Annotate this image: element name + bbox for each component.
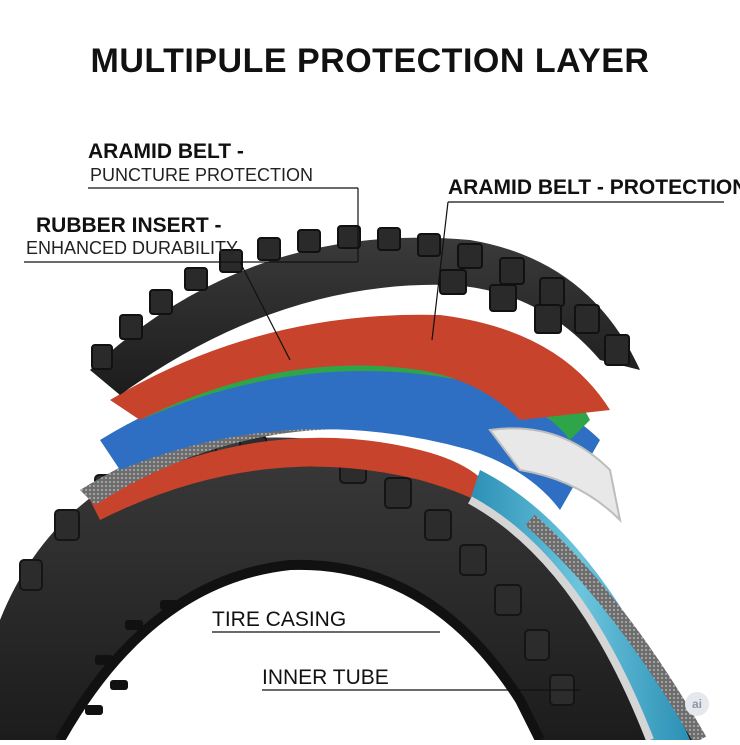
aramid-belt-sub: PUNCTURE PROTECTION (90, 165, 314, 185)
aramid-belt-heading: ARAMID BELT - (88, 140, 244, 163)
red-casing-strip (90, 437, 500, 520)
inner-tube-label: INNER TUBE (262, 666, 389, 689)
rubber-insert-sub: ENHANCED DURABILITY (26, 238, 239, 258)
top-tread (90, 225, 640, 395)
page-title: MULTIPULE PROTECTION LAYER (90, 42, 650, 80)
ai-watermark-badge: ai (685, 692, 709, 716)
aramid-protection-label: ARAMID BELT - PROTECTION (448, 176, 740, 199)
leader-lines (24, 187, 724, 691)
red-protection-layer (110, 314, 610, 420)
white-tube (488, 427, 622, 524)
blue-layer (100, 364, 600, 510)
rubber-insert-heading: RUBBER INSERT - (36, 214, 222, 237)
tire-casing-label: TIRE CASING (212, 608, 347, 631)
